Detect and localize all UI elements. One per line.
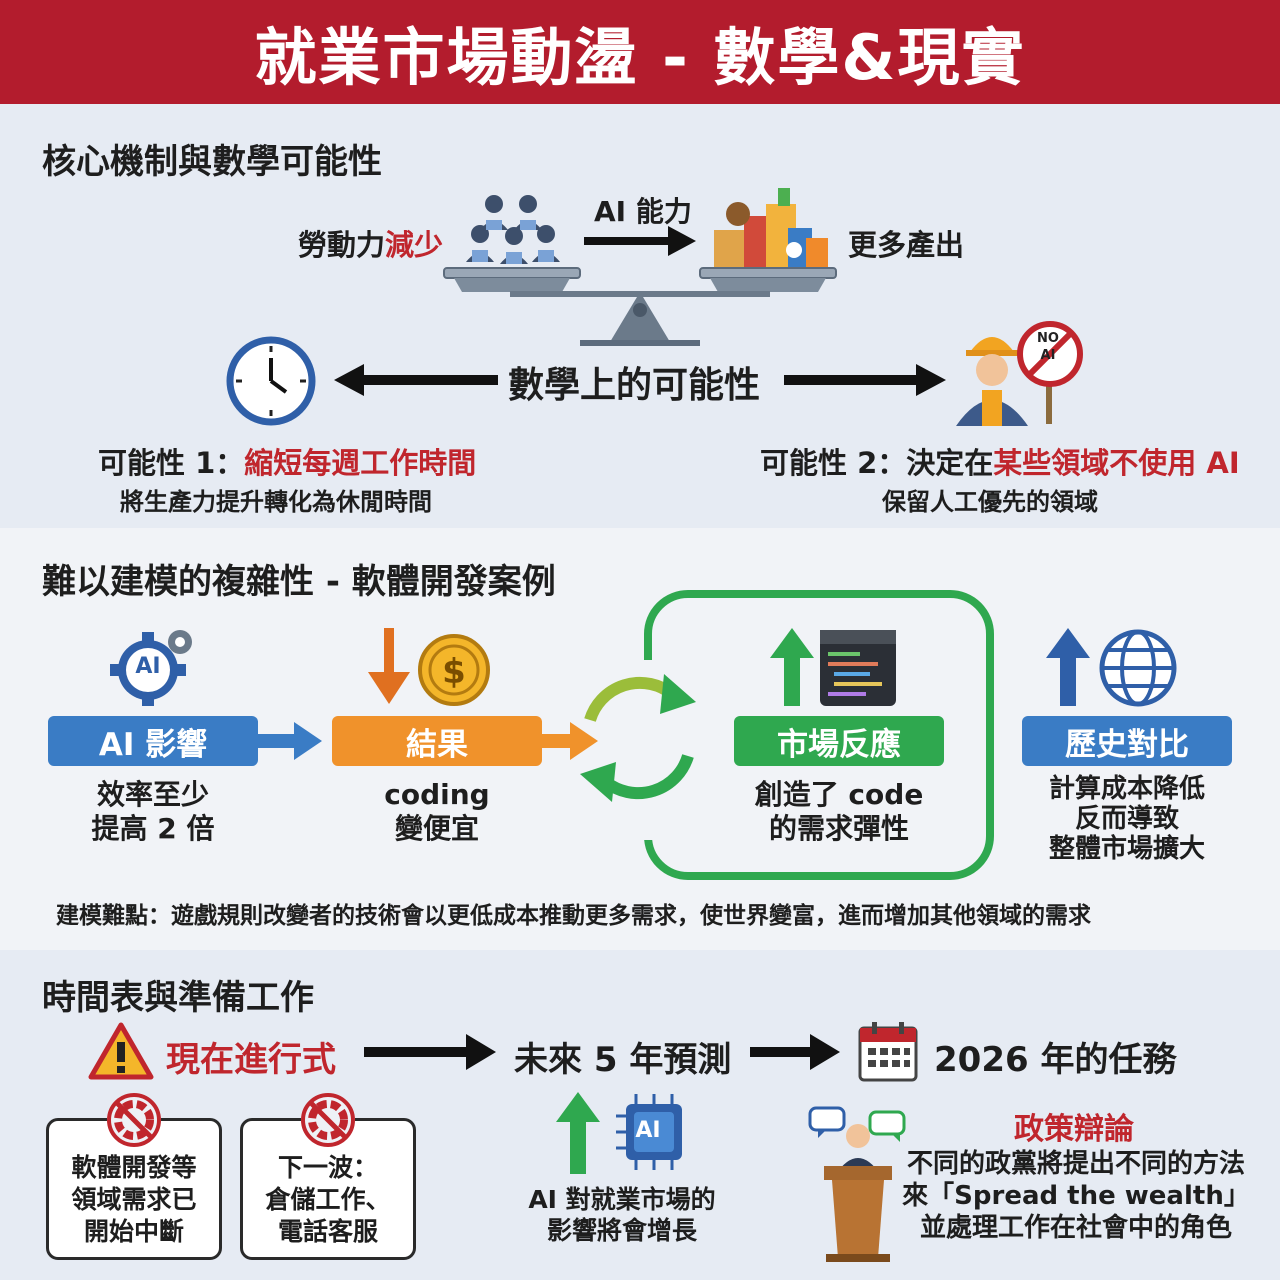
possibility1-desc: 將生產力提升轉化為休閒時間 [120,488,432,516]
more-output-label: 更多產出 [848,228,965,262]
market-response-pill: 市場反應 [734,716,944,766]
workers-group-icon [466,195,560,264]
ai-gear-icon [110,630,192,706]
podium-speaker-icon [808,1106,906,1262]
ai-chip-text: AI [635,1118,661,1143]
left-arrow-icon [334,364,498,396]
svg-text:$: $ [442,652,466,692]
no-ai-sign-text: NO AI [1037,331,1059,363]
history-compare-desc: 計算成本降低 反而導致 整體市場擴大 [1048,774,1205,864]
section2-title: 難以建模的複雜性 - 軟體開發案例 [42,562,556,602]
cost-down-coin-icon: $ [368,628,490,706]
market-response-desc: 創造了 code 的需求彈性 [754,778,924,845]
possibility2-title: 可能性 2：決定在某些領域不使用 AI [760,446,1240,480]
possibility1-title: 可能性 1：縮短每週工作時間 [98,446,477,480]
ai-chip-growth-icon [556,1092,682,1174]
ai-gear-text: AI [135,654,161,679]
forecast-text: AI 對就業市場的 影響將會增長 [528,1185,716,1245]
section1-title: 核心機制與數學可能性 [42,142,382,182]
labor-reduction-label: 勞動力減少 [298,228,444,262]
balance-scale-icon [443,267,837,346]
section3-title: 時間表與準備工作 [42,978,314,1018]
warning-icon [88,1022,154,1080]
right-arrow-icon [784,364,946,396]
cycle-arrows-icon [580,674,696,802]
right-arrow-icon [542,722,598,760]
goods-output-icon [714,188,828,270]
right-arrow-icon [364,1034,496,1070]
stage-now: 現在進行式 [166,1040,336,1080]
ai-capability-label: AI 能力 [594,195,692,228]
result-desc: coding 變便宜 [384,778,490,845]
history-compare-pill: 歷史對比 [1022,716,1232,766]
worker-no-ai-icon [956,321,1083,426]
right-arrow-icon [258,722,322,760]
modeling-difficulty-note: 建模難點：遊戲規則改變者的技術會以更低成本推動更多需求，使世界變富，進而增加其他… [56,903,1091,929]
stage-2026-task: 2026 年的任務 [934,1040,1177,1080]
calendar-icon [858,1022,918,1082]
page-title: 就業市場動盪 - 數學&現實 [0,0,1280,104]
policy-debate-title: 政策辯論 [1014,1112,1134,1147]
next-wave-text: 下一波： 倉儲工作、 電話客服 [265,1153,391,1246]
ai-impact-desc: 效率至少 提高 2 倍 [91,778,215,845]
broken-gear-icon [107,1093,161,1147]
disruption-software-text: 軟體開發等 領域需求已 開始中斷 [71,1153,197,1246]
clock-icon [226,336,316,426]
right-arrow-icon [584,226,696,256]
code-demand-up-icon [770,628,896,706]
market-globe-icon [1046,628,1177,707]
possibility2-desc: 保留人工優先的領域 [882,488,1098,516]
ai-impact-pill: AI 影響 [48,716,258,766]
stage-5-year-forecast: 未來 5 年預測 [514,1040,732,1080]
math-possibility-label: 數學上的可能性 [508,365,761,406]
broken-gear-icon [301,1093,355,1147]
right-arrow-icon [750,1034,840,1070]
result-pill: 結果 [332,716,542,766]
policy-debate-text: 不同的政黨將提出不同的方法 來「Spread the wealth」 並處理工作… [902,1149,1250,1243]
